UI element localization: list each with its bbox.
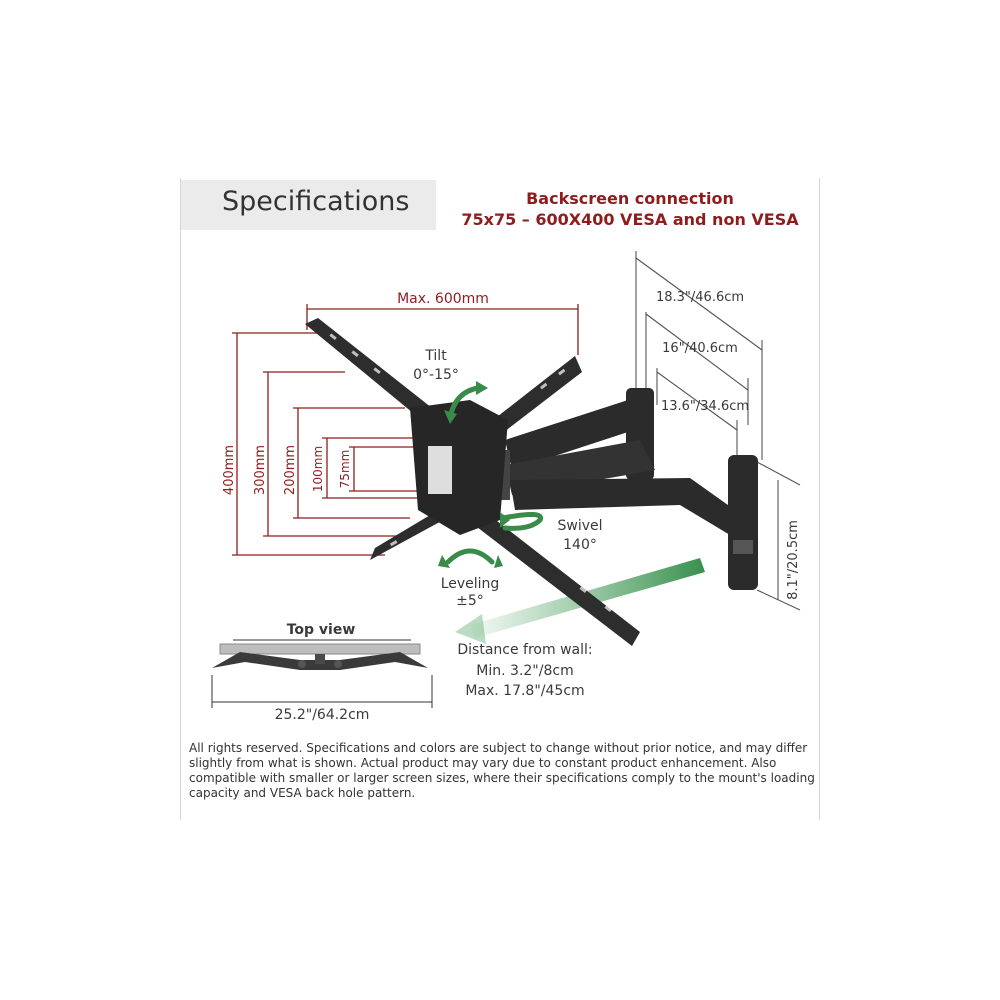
top-view-width-dimension <box>211 675 433 708</box>
spec-tab <box>181 180 436 230</box>
arm-upper <box>505 400 640 470</box>
backscreen-info: Backscreen connection 75x75 – 600X400 VE… <box>450 188 810 230</box>
vesa-height-dimensions <box>232 304 579 556</box>
h300-label: 300mm <box>253 445 268 495</box>
top-view-diagram <box>212 643 428 670</box>
swivel-label: Swivel <box>557 518 602 534</box>
bracket-center-hole <box>428 446 452 494</box>
bracket-center-plate <box>410 400 508 535</box>
motion-arrowheads <box>438 381 510 568</box>
swivel-arrow <box>500 512 544 531</box>
max-width-label: Max. 600mm <box>397 291 489 307</box>
h100-label: 100mm <box>311 446 325 492</box>
distance-beam-tip <box>455 614 486 644</box>
bracket-slots <box>329 333 612 613</box>
leveling-label: Leveling <box>441 576 500 592</box>
page-title: Specifications <box>222 186 410 217</box>
vesa-bracket <box>305 318 640 646</box>
backscreen-line1: Backscreen connection <box>526 189 734 208</box>
tilt-value: 0°-15° <box>413 367 459 383</box>
distance-title: Distance from wall: <box>457 642 592 658</box>
tilt-label: Tilt <box>424 348 447 364</box>
leveling-arrow <box>445 548 495 565</box>
wall-plate-slot <box>733 540 753 554</box>
arm-dimensions <box>635 251 801 611</box>
h400-label: 400mm <box>222 445 237 495</box>
arm-len2-label: 16"/40.6cm <box>662 341 738 356</box>
h200-label: 200mm <box>283 445 298 495</box>
h75-label: 75mm <box>338 450 352 489</box>
wall-mount <box>488 388 758 590</box>
spec-panel <box>180 178 820 820</box>
swivel-value: 140° <box>563 537 597 553</box>
disclaimer-text: All rights reserved. Specifications and … <box>189 741 815 800</box>
bracket-arm-bottom-right <box>460 500 640 646</box>
top-view-width-label: 25.2"/64.2cm <box>275 707 370 723</box>
arm-len3-label: 13.6"/34.6cm <box>661 399 749 414</box>
backscreen-line2: 75x75 – 600X400 VESA and non VESA <box>461 210 799 229</box>
arm-lower <box>510 478 735 535</box>
distance-max: Max. 17.8"/45cm <box>465 683 584 699</box>
wall-plate <box>728 455 758 590</box>
arm-height-label: 8.1"/20.5cm <box>786 520 801 600</box>
distance-min: Min. 3.2"/8cm <box>476 663 573 679</box>
arm-len1-label: 18.3"/46.6cm <box>656 290 744 305</box>
leveling-value: ±5° <box>456 593 484 609</box>
top-view-title: Top view <box>287 622 356 638</box>
